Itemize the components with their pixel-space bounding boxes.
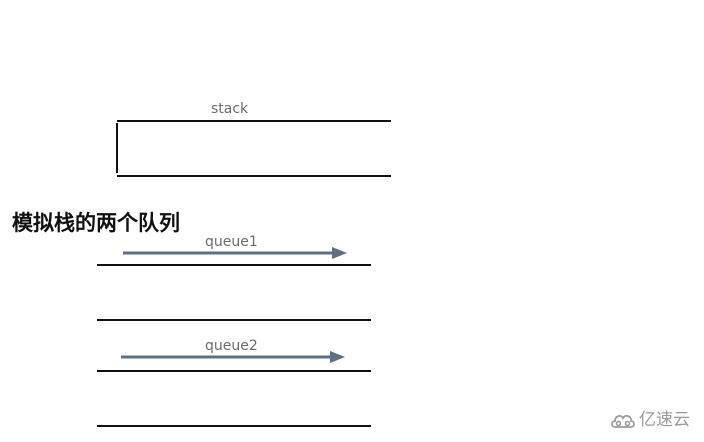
watermark-text: 亿速云 [639, 410, 690, 430]
queue2-top-edge [97, 370, 371, 372]
stack-closed-bottom-edge [116, 123, 118, 173]
queue1-label: queue1 [205, 234, 258, 250]
queue1-top-edge [97, 264, 371, 266]
stack-top-edge [117, 120, 391, 122]
queue1-arrow-icon [123, 247, 347, 259]
cloud-logo-icon [611, 414, 635, 428]
queue2-bottom-edge [97, 425, 371, 427]
queue2-arrow-icon [121, 351, 345, 363]
queue2-label: queue2 [205, 338, 258, 354]
watermark: 亿速云 [610, 410, 690, 430]
stack-bottom-edge [117, 175, 391, 177]
stack-label: stack [211, 101, 249, 117]
queue1-bottom-edge [97, 319, 371, 321]
diagram-title: 模拟栈的两个队列 [12, 211, 180, 235]
